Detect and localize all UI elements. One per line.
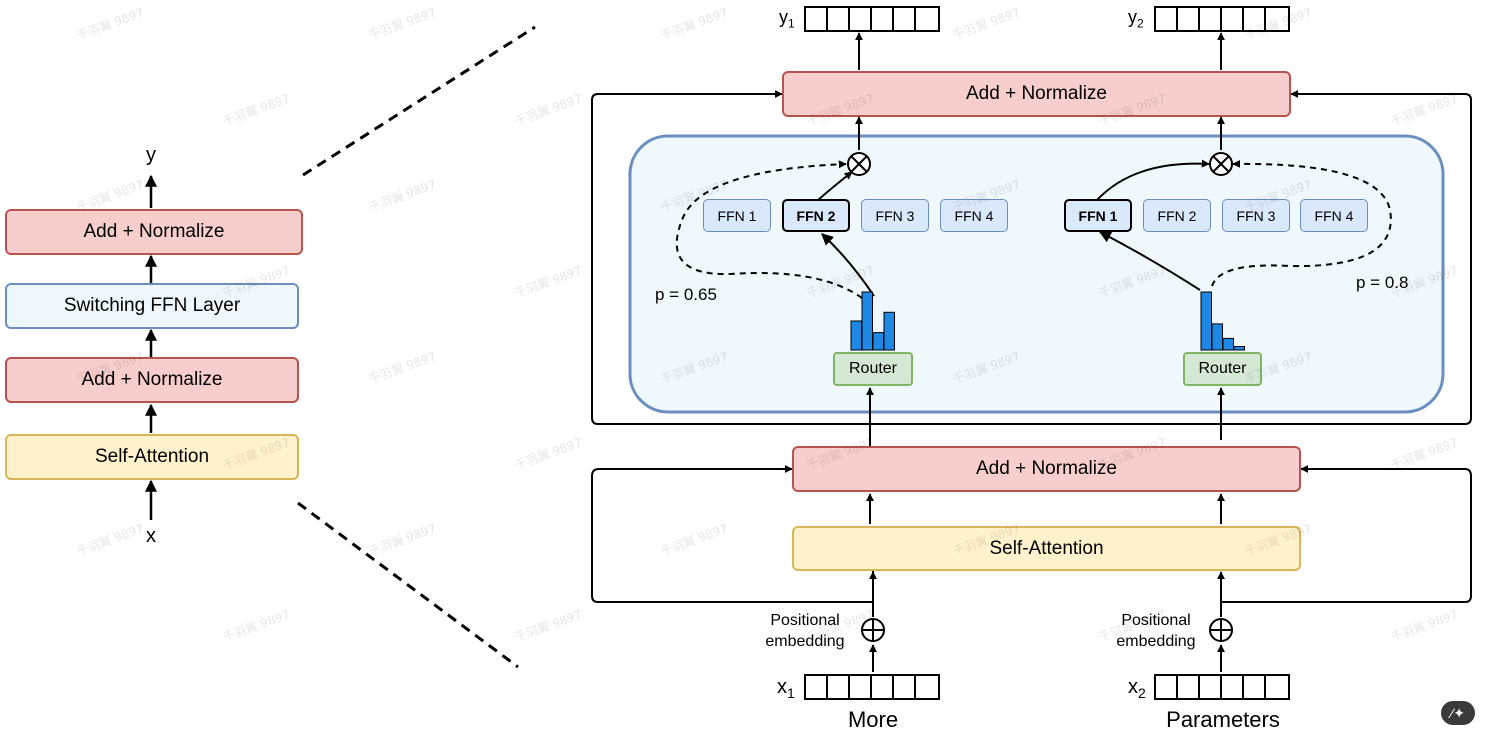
multiply-operators — [847, 152, 1233, 176]
residual-loop-ffn-right — [868, 90, 1472, 425]
output-label-1: y1 — [779, 7, 795, 31]
detail-add-normalize-mid: Add + Normalize — [792, 446, 1301, 492]
token1-positional-embedding: Positional embedding — [765, 612, 845, 650]
zoom-line-top — [302, 25, 536, 177]
output-label-2: y2 — [1128, 7, 1144, 31]
ffn1-to-multiply — [1096, 159, 1210, 201]
ffn2-to-multiply — [817, 171, 853, 201]
output-vector-2 — [1154, 6, 1290, 32]
magic-wand-icon: ⁄✦ — [1450, 704, 1466, 721]
token2-probability: p = 0.8 — [1356, 273, 1409, 292]
token2-ffn-2: FFN 2 — [1143, 199, 1211, 232]
token1-router: Router — [833, 352, 913, 386]
token2-positional-embedding: Positional embedding — [1116, 612, 1196, 650]
detail-self-attention: Self-Attention — [792, 526, 1301, 571]
token2-ffn-1-selected: FFN 1 — [1064, 199, 1132, 232]
token1-probability: p = 0.65 — [655, 285, 717, 304]
token1-ffn-2-selected: FFN 2 — [782, 199, 850, 232]
route-arrow-token2 — [1098, 231, 1201, 291]
left-add-normalize-bottom: Add + Normalize — [5, 357, 299, 403]
input-label-2: x2 — [1128, 676, 1146, 701]
input-vector-2 — [1154, 674, 1290, 700]
residual-loop-ffn — [591, 90, 868, 425]
input-word-1: More — [847, 707, 899, 732]
residual-loop-attention — [591, 465, 874, 603]
histogram-bar — [1200, 291, 1212, 351]
token1-ffn-1: FFN 1 — [703, 199, 771, 232]
input-label-1: x1 — [777, 676, 795, 701]
histogram-bar — [872, 332, 884, 351]
left-switching-ffn-layer: Switching FFN Layer — [5, 283, 299, 329]
route-arrow-token1 — [821, 233, 875, 297]
token2-ffn-3: FFN 3 — [1222, 199, 1290, 232]
token2-router: Router — [1183, 352, 1262, 386]
token1-ffn-4: FFN 4 — [940, 199, 1008, 232]
left-self-attention: Self-Attention — [5, 434, 299, 480]
detail-add-normalize-top: Add + Normalize — [782, 71, 1291, 117]
token2-ffn-4: FFN 4 — [1300, 199, 1368, 232]
left-input-label: x — [146, 525, 156, 547]
residual-loop-attention-right — [1221, 465, 1472, 603]
router-histogram-token2 — [1200, 291, 1245, 351]
plus-operators — [861, 618, 1233, 642]
left-add-normalize-top: Add + Normalize — [5, 209, 303, 255]
histogram-bar — [883, 311, 895, 351]
histogram-bar — [1211, 323, 1223, 351]
prob-path-token2 — [1211, 159, 1392, 287]
input-word-2: Parameters — [1166, 707, 1280, 732]
histogram-bar — [1222, 337, 1234, 351]
router-histogram-token1 — [850, 291, 895, 351]
zoom-line-bottom — [297, 501, 519, 669]
histogram-bar — [861, 291, 873, 351]
histogram-bar — [850, 320, 862, 351]
corner-badge[interactable]: ⁄✦ — [1441, 701, 1475, 725]
input-vector-1 — [804, 674, 940, 700]
left-output-label: y — [146, 144, 156, 166]
histogram-bar — [1233, 346, 1245, 351]
output-vector-1 — [804, 6, 940, 32]
token1-ffn-3: FFN 3 — [861, 199, 929, 232]
prob-path-token1 — [675, 160, 863, 299]
